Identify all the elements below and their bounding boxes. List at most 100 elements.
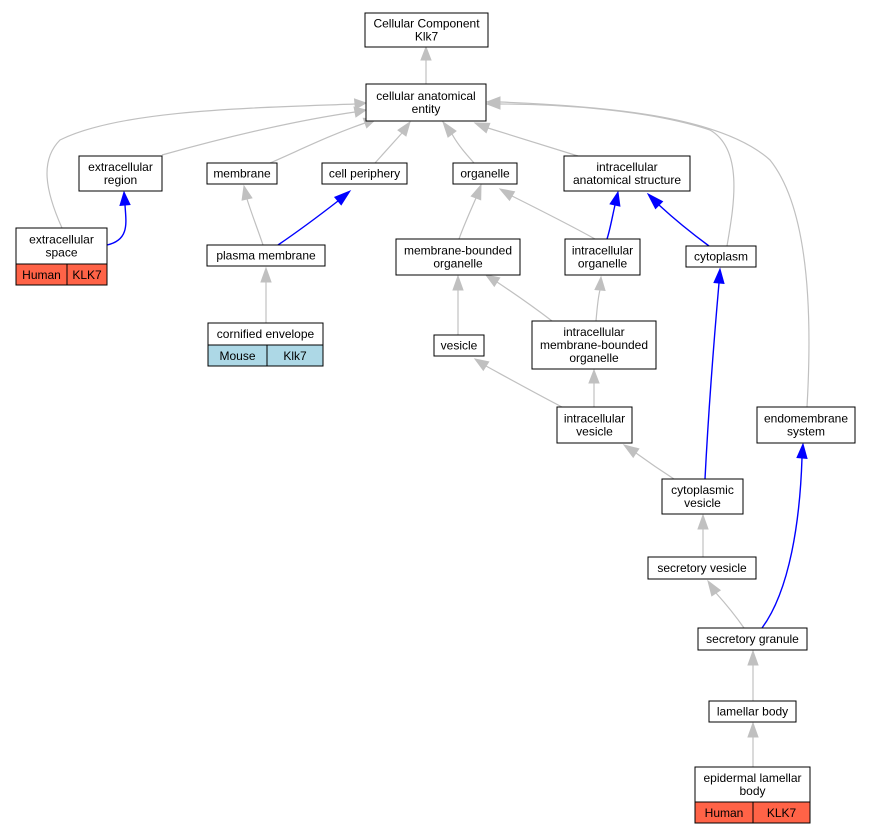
edge-line	[161, 111, 356, 156]
edge-vesicle-to-membrane-bounded-organelle	[452, 274, 464, 335]
edge-arrowhead	[470, 183, 482, 201]
edge-cytoplasmic-vesicle-to-cytoplasm	[704, 267, 725, 480]
edge-layer	[46, 45, 810, 767]
term-node-plasma-membrane[interactable]: plasma membrane	[206, 244, 326, 267]
edge-line	[658, 204, 710, 247]
term-box	[647, 556, 757, 580]
edge-line	[715, 592, 745, 629]
species-label: Mouse	[219, 349, 255, 363]
edge-cytoplasmic-vesicle-to-intracellular-vesicle	[622, 444, 675, 480]
term-label: cellular anatomical	[376, 89, 475, 103]
term-label: extracellular	[29, 233, 94, 247]
term-label: plasma membrane	[216, 249, 316, 263]
term-node-vesicle[interactable]: vesicle	[433, 334, 485, 357]
term-label: anatomical structure	[573, 173, 681, 187]
edge-line	[277, 200, 339, 246]
term-node-organelle[interactable]: organelle	[452, 162, 518, 185]
edge-arrowhead	[442, 120, 457, 138]
term-label: cytoplasmic	[671, 483, 734, 497]
edge-intracellular-mbo-to-intracellular-organelle	[594, 275, 606, 322]
edge-arrowhead	[697, 513, 709, 530]
edge-extracellular-space-to-extracellular-region	[106, 190, 131, 246]
term-label: lamellar body	[717, 705, 788, 719]
term-label: organelle	[569, 351, 619, 365]
term-box	[365, 83, 487, 122]
edge-arrowhead	[484, 274, 501, 288]
edge-line	[761, 457, 803, 629]
edge-membrane-bounded-organelle-to-organelle	[458, 183, 482, 240]
term-label: intracellular	[564, 412, 625, 426]
edge-intracellular-vesicle-to-intracellular-mbo	[588, 368, 600, 407]
edge-cytoplasm-to-intracellular-anatomical-structure	[646, 192, 710, 247]
edge-plasma-membrane-to-cell-periphery	[277, 189, 352, 246]
edge-secretory-granule-to-endomembrane-system	[761, 442, 808, 629]
edge-line	[595, 289, 601, 322]
term-label: membrane-bounded	[540, 338, 648, 352]
edge-arrowhead	[473, 358, 490, 372]
species-label: Human	[22, 268, 61, 282]
term-label: intracellular	[572, 244, 633, 258]
term-box	[708, 700, 797, 723]
term-label: cornified envelope	[217, 327, 315, 341]
term-label: endomembrane	[764, 412, 848, 426]
term-box	[685, 245, 757, 268]
term-label: region	[104, 173, 137, 187]
term-label: entity	[412, 102, 441, 116]
edge-arrowhead	[622, 444, 640, 459]
edge-membrane-to-cae	[269, 117, 378, 164]
edge-arrowhead	[452, 274, 464, 291]
edge-line	[635, 452, 675, 480]
gene-label: KLK7	[72, 268, 102, 282]
term-box	[364, 12, 489, 48]
term-label: extracellular	[88, 160, 153, 174]
term-label: intracellular	[596, 160, 657, 174]
edge-arrowhead	[119, 190, 131, 206]
term-box	[433, 334, 485, 357]
edge-cornified-envelope-to-plasma-membrane	[260, 266, 272, 323]
term-node-secretory-granule[interactable]: secretory granule	[697, 627, 808, 651]
edge-line	[487, 127, 579, 157]
edge-arrowhead	[260, 266, 272, 283]
edge-line	[704, 282, 720, 480]
term-label: membrane	[213, 167, 271, 181]
edge-arrowhead	[588, 368, 600, 384]
edge-line	[246, 198, 264, 246]
term-node-cell-periphery[interactable]: cell periphery	[321, 162, 408, 185]
edge-arrowhead	[353, 106, 368, 118]
term-label: epidermal lamellar	[703, 771, 801, 785]
edge-arrowhead	[397, 120, 411, 137]
term-node-lamellar-body[interactable]: lamellar body	[708, 700, 797, 723]
edge-extracellular-space-to-cae	[46, 98, 368, 229]
term-label: organelle	[578, 257, 628, 271]
edge-line	[374, 132, 403, 164]
term-box	[206, 162, 278, 185]
edge-arrowhead	[485, 96, 501, 108]
term-label: vesicle	[684, 496, 721, 510]
term-label: Klk7	[415, 30, 439, 44]
edge-plasma-membrane-to-membrane	[241, 184, 264, 246]
edge-intracellular-anatomical-structure-to-cae	[473, 122, 579, 157]
term-node-membrane[interactable]: membrane	[206, 162, 278, 185]
term-label: body	[739, 784, 765, 798]
term-node-secretory-vesicle[interactable]: secretory vesicle	[647, 556, 757, 580]
term-label: organelle	[433, 257, 483, 271]
term-node-cytoplasm[interactable]: cytoplasm	[685, 245, 757, 268]
edge-arrowhead	[473, 122, 491, 134]
edge-arrowhead	[713, 267, 725, 284]
edge-arrowhead	[609, 190, 621, 207]
annotation-badge	[15, 263, 108, 286]
